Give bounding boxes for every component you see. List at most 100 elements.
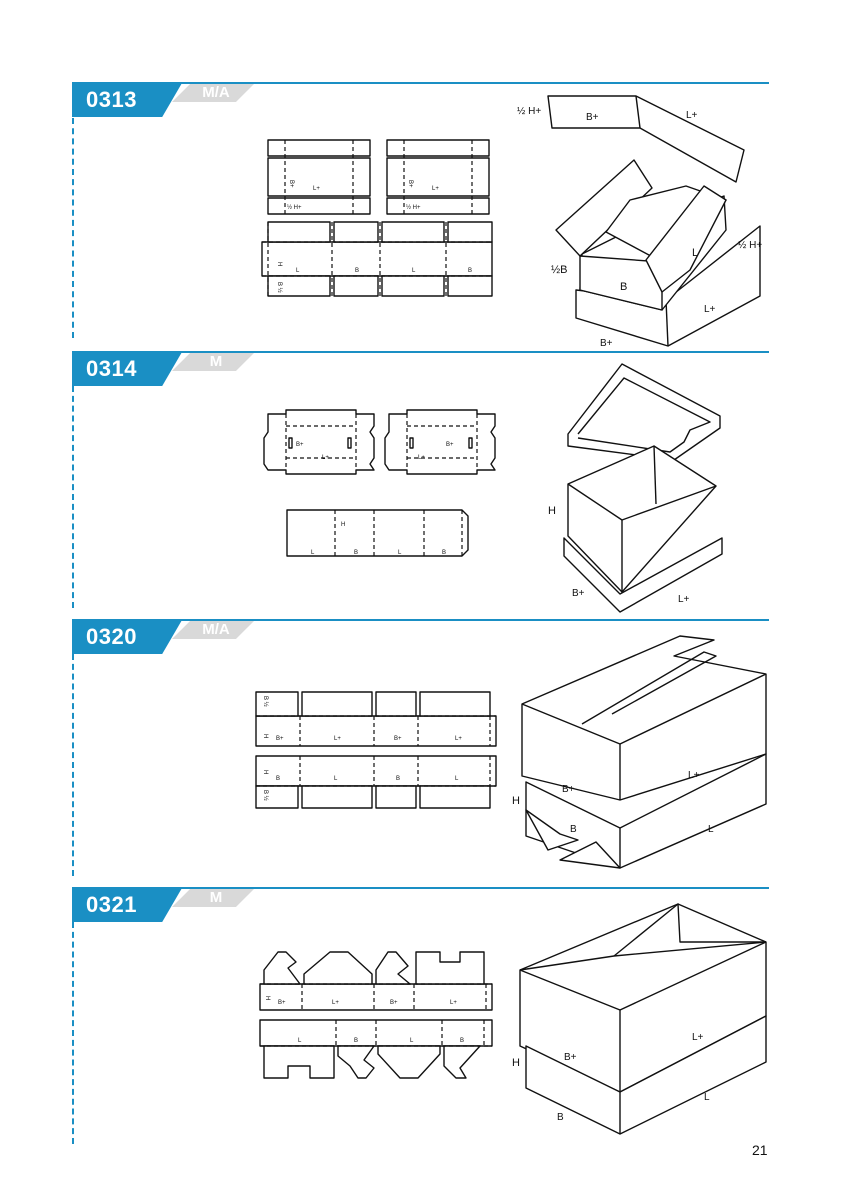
svg-text:B: B [468,268,472,274]
box-3d-0320: L+ B+ H B L [512,635,767,869]
section-0321: 0321 M [72,887,769,922]
svg-text:B: B [460,1038,464,1044]
diagram-0314: B+ L+ B+ L+ H L B L B H B+ L+ [263,363,723,613]
svg-text:L+: L+ [455,736,462,742]
svg-text:L+: L+ [692,1032,704,1043]
diagram-0321: H B+ L+ B+ L+ L B L B L+ B+ H L B [259,903,767,1135]
svg-text:½B: ½B [551,264,568,276]
section-tag: M/A [172,84,254,102]
svg-text:B+: B+ [446,442,454,448]
svg-text:L+: L+ [313,186,320,192]
section-code-badge: 0321 [72,888,182,922]
flat-bottom: L B L B [259,1019,493,1079]
section-0320: 0320 M/A [72,619,769,654]
svg-text:L: L [412,268,416,274]
svg-text:H: H [512,1057,520,1069]
svg-text:B+: B+ [407,180,413,188]
svg-text:L+: L+ [686,110,698,121]
svg-text:½ H+: ½ H+ [287,204,302,211]
svg-text:B: B [276,776,280,782]
svg-text:L+: L+ [432,186,439,192]
svg-text:L+: L+ [332,1000,339,1006]
svg-text:B+: B+ [600,338,613,349]
section-code-badge: 0313 [72,83,182,117]
section-code-badge: 0320 [72,620,182,654]
svg-text:L+: L+ [334,736,341,742]
svg-text:B+: B+ [288,180,294,188]
body-flat: H B ½ L B L B [261,221,493,297]
svg-text:L+: L+ [322,455,329,461]
svg-text:B+: B+ [572,588,585,599]
svg-text:B ½: B ½ [276,282,283,293]
svg-text:H: H [262,770,268,774]
box-3d-0313: ½ H+ B+ L+ L ½ H+ ½B B L+ B+ [517,95,762,349]
lid-flat-right: B+ L+ ½ H+ [386,139,490,215]
svg-text:B: B [354,550,358,556]
svg-text:L: L [410,1038,414,1044]
svg-text:B: B [620,281,627,293]
flat-bottom: H B ½ B L B L [255,755,497,809]
svg-text:L: L [296,268,300,274]
svg-text:H: H [276,262,282,266]
svg-text:L: L [298,1038,302,1044]
left-dashed-guide [72,922,74,1144]
svg-text:½ H+: ½ H+ [738,240,762,251]
svg-text:B: B [442,550,446,556]
svg-text:B+: B+ [276,736,284,742]
left-dashed-guide [72,654,74,876]
diagram-0320: B ½ H B+ L+ B+ L+ H B ½ B L B L L+ B+ H [255,635,767,869]
box-3d-0321: L+ B+ H L B [512,903,767,1135]
section-tag: M [172,353,254,371]
svg-text:B ½: B ½ [262,790,269,801]
svg-text:L: L [704,1092,710,1103]
svg-text:B ½: B ½ [262,696,269,707]
left-dashed-guide [72,118,74,338]
flat-top: B ½ H B+ L+ B+ L+ [255,691,497,747]
box-3d-0314: H B+ L+ [548,363,723,613]
svg-text:L: L [311,550,315,556]
svg-text:L+: L+ [450,1000,457,1006]
svg-text:B: B [354,1038,358,1044]
lid-flat-left: B+ L+ ½ H+ [267,139,371,215]
lid-flat-right: B+ L+ [384,409,496,475]
svg-text:B+: B+ [278,1000,286,1006]
lid-flat-left: B+ L+ [263,409,375,475]
svg-text:H: H [341,522,345,528]
section-0314: 0314 M [72,351,769,386]
svg-text:H: H [548,505,556,517]
section-0313: 0313 M/A [0,0,843,350]
section-code-badge: 0314 [72,352,182,386]
svg-text:B: B [355,268,359,274]
section-rule [72,887,769,889]
svg-text:H: H [512,795,520,807]
svg-text:L+: L+ [418,455,425,461]
svg-text:L: L [398,550,402,556]
section-tag: M [172,889,254,907]
svg-text:B+: B+ [296,442,304,448]
svg-text:L+: L+ [704,304,716,315]
svg-text:L: L [708,824,714,835]
svg-text:B+: B+ [564,1052,577,1063]
svg-text:B: B [557,1112,564,1123]
svg-text:L+: L+ [678,594,690,605]
svg-text:B+: B+ [394,736,402,742]
section-rule [72,351,769,353]
page-number: 21 [752,1142,768,1158]
svg-text:½ H+: ½ H+ [517,106,541,117]
svg-text:B: B [396,776,400,782]
svg-text:L: L [334,776,338,782]
svg-text:L: L [692,247,698,259]
svg-text:L+: L+ [688,770,700,781]
section-tag: M/A [172,621,254,639]
svg-text:B+: B+ [586,112,599,123]
diagram-0313: B+ L+ ½ H+ B+ L+ ½ H+ H B ½ L B L B [261,95,762,349]
flat-top: H B+ L+ B+ L+ [259,951,493,1011]
svg-text:½ H+: ½ H+ [406,204,421,211]
svg-text:B: B [570,824,577,835]
svg-text:L: L [455,776,459,782]
section-rule [72,82,769,84]
svg-text:B+: B+ [562,784,575,795]
body-flat: H L B L B [286,509,469,557]
section-rule [72,619,769,621]
svg-text:B+: B+ [390,1000,398,1006]
